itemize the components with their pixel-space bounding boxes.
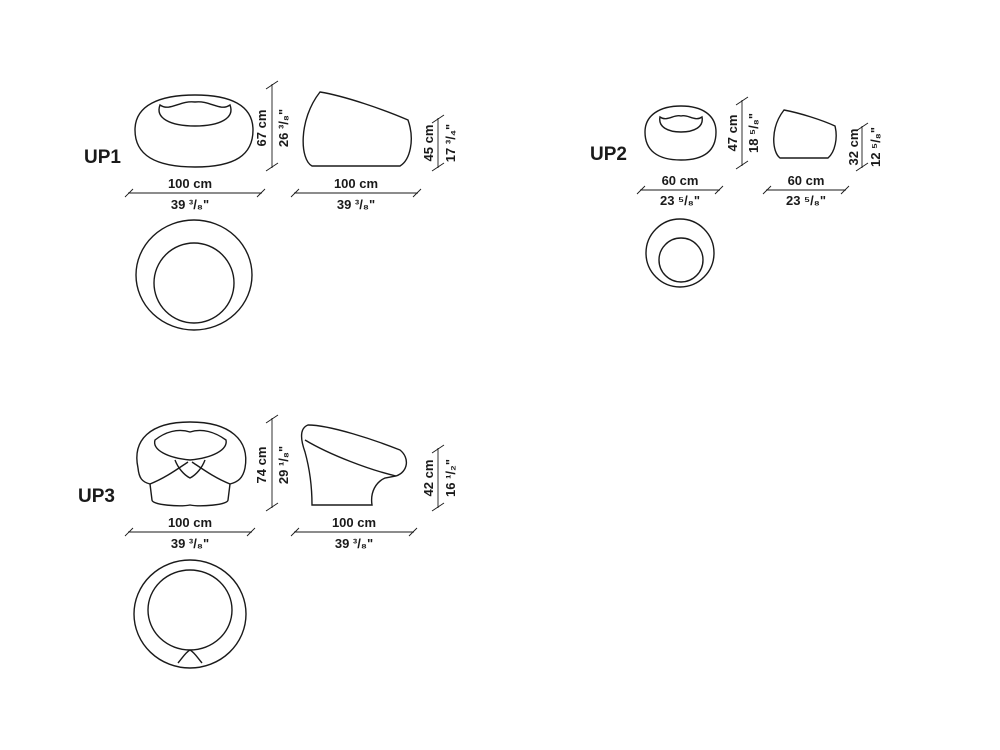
up2-top-view bbox=[645, 218, 715, 288]
up3-side-width-in: 39 ³/₈" bbox=[335, 536, 373, 551]
up3-top-view bbox=[133, 559, 247, 669]
up1-seat-height-cm: 45 cm bbox=[421, 125, 436, 162]
up3-seat-height-in: 16 ¹/₂" bbox=[443, 459, 458, 497]
up1-height-in: 26 ³/₈" bbox=[276, 109, 291, 147]
up2-height-in: 18 ⁵/₈" bbox=[746, 113, 761, 153]
up2-side-width-dimension: 60 cm 23 ⁵/₈" bbox=[762, 173, 850, 208]
up2-front-view bbox=[644, 105, 717, 161]
model-up2: UP2 47 cm 18 ⁵/₈" 32 cm 12 ⁵/₈" 60 cm bbox=[590, 96, 883, 288]
up2-side-width-cm: 60 cm bbox=[788, 173, 825, 188]
model-up1: UP1 67 cm 26 ³/₈" 45 cm 17 ³/₄" bbox=[84, 80, 458, 331]
up3-front-width-cm: 100 cm bbox=[168, 515, 212, 530]
up3-seat-height-cm: 42 cm bbox=[421, 460, 436, 497]
up1-side-width-in: 39 ³/₈" bbox=[337, 197, 375, 212]
up1-top-view bbox=[135, 219, 253, 331]
up1-seat-height-dimension: 45 cm 17 ³/₄" bbox=[421, 114, 458, 172]
up3-front-width-in: 39 ³/₈" bbox=[171, 536, 209, 551]
model-label-up1: UP1 bbox=[84, 147, 121, 168]
up2-front-width-cm: 60 cm bbox=[662, 173, 699, 188]
model-label-up3: UP3 bbox=[78, 486, 115, 507]
up1-height-cm: 67 cm bbox=[254, 110, 269, 147]
up1-front-view bbox=[134, 94, 254, 168]
up3-height-dimension: 74 cm 29 ¹/₈" bbox=[254, 414, 291, 512]
up1-seat-height-in: 17 ³/₄" bbox=[443, 124, 458, 162]
up3-height-in: 29 ¹/₈" bbox=[276, 446, 291, 484]
up2-height-dimension: 47 cm 18 ⁵/₈" bbox=[725, 96, 761, 170]
up2-front-width-dimension: 60 cm 23 ⁵/₈" bbox=[636, 173, 724, 208]
up2-height-cm: 47 cm bbox=[725, 115, 740, 152]
up1-side-view bbox=[302, 91, 412, 167]
model-up3: UP3 74 cm 29 ¹/₈" 42 cm 16 ¹/₂" bbox=[78, 414, 458, 669]
up1-side-width-cm: 100 cm bbox=[334, 176, 378, 191]
up1-front-width-cm: 100 cm bbox=[168, 176, 212, 191]
up2-seat-height-cm: 32 cm bbox=[846, 129, 861, 166]
up2-seat-height-dimension: 32 cm 12 ⁵/₈" bbox=[846, 122, 883, 172]
up3-seat-height-dimension: 42 cm 16 ¹/₂" bbox=[421, 444, 458, 512]
model-label-up2: UP2 bbox=[590, 144, 627, 165]
up1-height-dimension: 67 cm 26 ³/₈" bbox=[254, 80, 291, 172]
up3-side-width-cm: 100 cm bbox=[332, 515, 376, 530]
up3-front-view bbox=[136, 421, 247, 507]
up1-front-width-dimension: 100 cm 39 ³/₈" bbox=[124, 176, 266, 212]
up2-side-view bbox=[773, 109, 837, 159]
up1-side-width-dimension: 100 cm 39 ³/₈" bbox=[290, 176, 422, 212]
up1-front-width-in: 39 ³/₈" bbox=[171, 197, 209, 212]
up2-front-width-in: 23 ⁵/₈" bbox=[660, 193, 700, 208]
up3-side-view bbox=[300, 424, 407, 506]
up3-front-width-dimension: 100 cm 39 ³/₈" bbox=[124, 515, 256, 551]
up3-side-width-dimension: 100 cm 39 ³/₈" bbox=[290, 515, 418, 551]
up2-side-width-in: 23 ⁵/₈" bbox=[786, 193, 826, 208]
up3-height-cm: 74 cm bbox=[254, 447, 269, 484]
up2-seat-height-in: 12 ⁵/₈" bbox=[868, 127, 883, 167]
